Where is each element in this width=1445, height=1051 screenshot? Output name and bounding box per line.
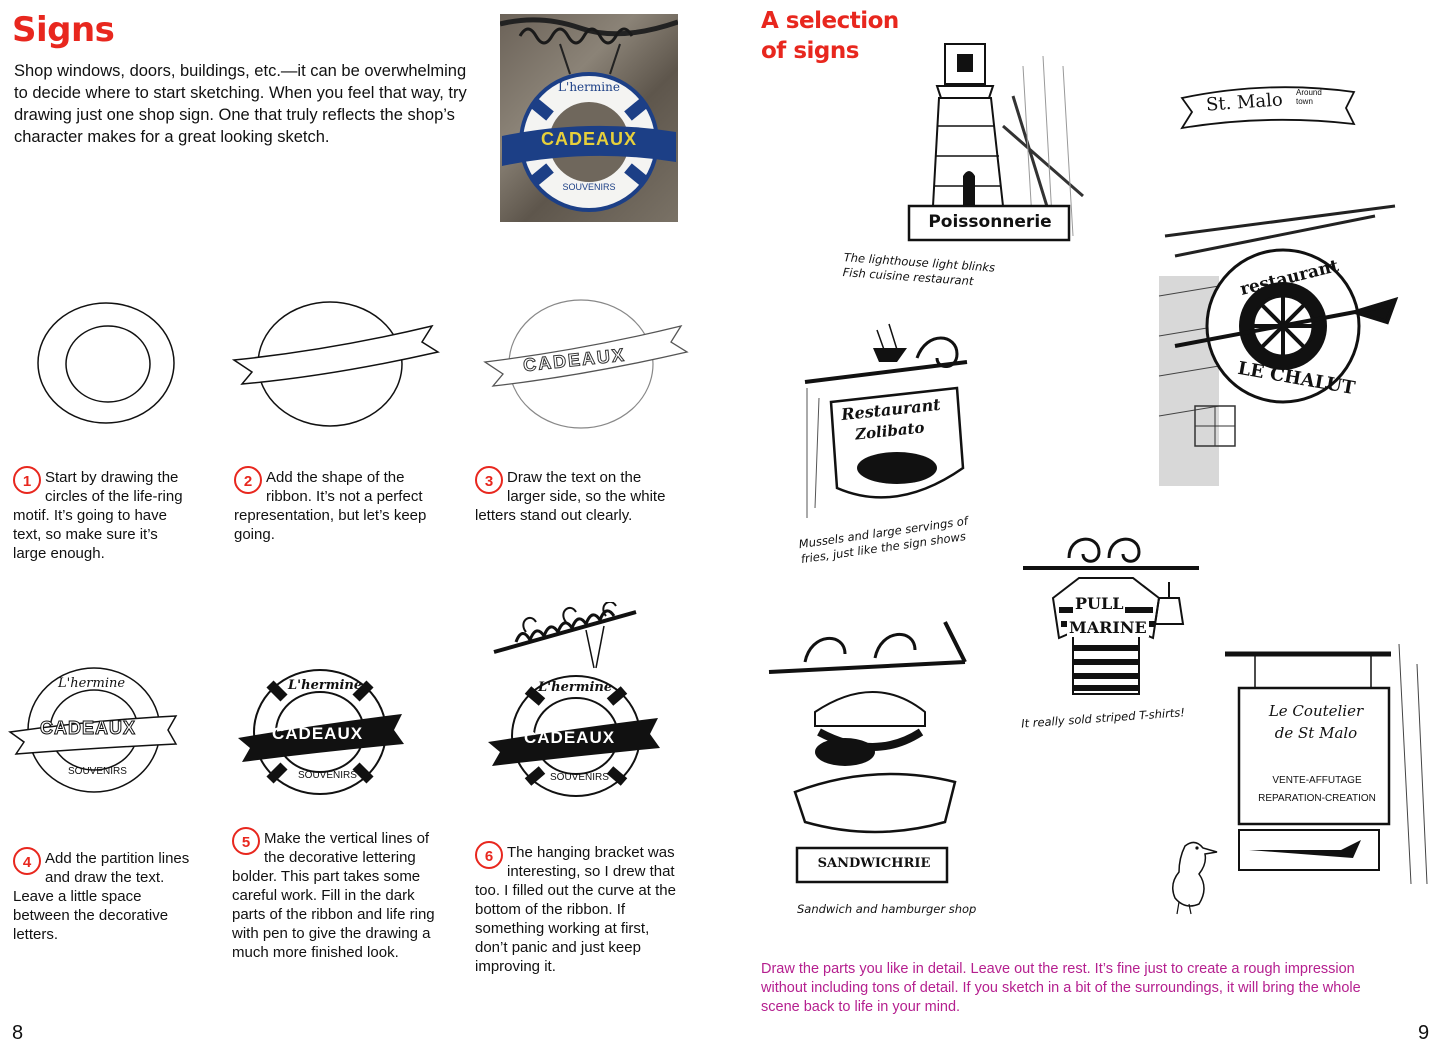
sketch-step-1	[28, 298, 188, 428]
sketch-step-2	[232, 294, 442, 434]
step-5: 5 Make the vertical lines of the decorat…	[232, 827, 437, 962]
sign-coutelier: Le Coutelier de St Malo	[1243, 700, 1389, 744]
step-text: Make the vertical lines of the decorativ…	[232, 830, 435, 961]
sketch-step-3: CADEAUX	[483, 292, 693, 432]
sign-photo-illustration	[500, 17, 678, 212]
caption-lighthouse: The lighthouse light blinks Fish cuisine…	[842, 250, 996, 289]
step-number-badge: 6	[475, 841, 503, 869]
step-2: 2 Add the shape of the ribbon. It’s not …	[234, 466, 434, 544]
sign-poissonnerie: Poissonnerie	[928, 212, 1052, 232]
sketch-6-text: CADEAUX	[524, 728, 616, 747]
left-page: Signs Shop windows, doors, buildings, et…	[0, 0, 722, 1051]
sign-marine: MARINE	[1067, 618, 1149, 637]
step-text: Start by drawing the circles of the life…	[13, 469, 183, 562]
bottom-note: Draw the parts you like in detail. Leave…	[761, 961, 1361, 1015]
photo-bottom-text: SOUVENIRS	[562, 182, 616, 192]
photo-band-text: CADEAUX	[540, 129, 637, 149]
step-6: 6 The hanging bracket was interesting, s…	[475, 841, 685, 976]
sketch-zolibato: Restaurant Zolibato	[797, 318, 977, 528]
photo-top-text: L'hermine	[558, 80, 620, 94]
sketch-sandwichrie: SANDWICHRIE	[765, 612, 975, 892]
sketch-5-bottom: SOUVENIRS	[298, 770, 357, 781]
sign-coutelier-line2: de St Malo	[1274, 724, 1358, 742]
step-number-badge: 2	[234, 466, 262, 494]
sign-vente: VENTE-AFFUTAGE	[1272, 775, 1362, 786]
sketch-step-6: CADEAUX L'hermine SOUVENIRS	[486, 602, 686, 812]
sketch-6-bottom: SOUVENIRS	[550, 772, 609, 783]
step-text: Draw the text on the larger side, so the…	[475, 469, 666, 524]
sign-pull: PULL	[1073, 594, 1126, 613]
sketch-st-malo-ribbon: St. Malo Around town	[1178, 78, 1358, 138]
page-title: Signs	[12, 10, 115, 50]
step-1: 1 Start by drawing the circles of the li…	[13, 466, 183, 563]
sign-reparation: REPARATION-CREATION	[1258, 793, 1376, 804]
step-text: Add the partition lines and draw the tex…	[13, 850, 190, 943]
step-3: 3 Draw the text on the larger side, so t…	[475, 466, 675, 525]
section-title: A selection of signs	[761, 8, 899, 64]
sign-around-town: Around town	[1296, 88, 1322, 106]
page-number-right: 9	[1418, 1022, 1430, 1044]
sketch-step-5: CADEAUX L'hermine SOUVENIRS	[236, 658, 406, 808]
sketch-poissonnerie: Poissonnerie	[903, 36, 1093, 246]
sketch-pull-marine: PULL MARINE	[1019, 488, 1209, 708]
page-number-left: 8	[12, 1022, 24, 1044]
step-text: The hanging bracket was interesting, so …	[475, 844, 676, 975]
sign-coutelier-line1: Le Coutelier	[1268, 702, 1364, 720]
step-number-badge: 1	[13, 466, 41, 494]
right-page: A selection of signs Poissonnerie The li…	[723, 0, 1445, 1051]
seagull-drawing	[1155, 836, 1225, 916]
sketch-le-chalut: restaurant LE CHALUT	[1155, 196, 1405, 496]
step-text: Add the shape of the ribbon. It’s not a …	[234, 469, 427, 543]
caption-sandwich: Sandwich and hamburger shop	[797, 902, 977, 916]
sketch-5-top: L'hermine	[288, 678, 363, 693]
step-number-badge: 3	[475, 466, 503, 494]
sketch-4-text: CADEAUX	[39, 718, 137, 739]
step-number-badge: 5	[232, 827, 260, 855]
step-4: 4 Add the partition lines and draw the t…	[13, 847, 198, 944]
step-number-badge: 4	[13, 847, 41, 875]
sign-coutelier-services: VENTE-AFFUTAGE REPARATION-CREATION	[1245, 772, 1389, 808]
sketch-5-text: CADEAUX	[272, 724, 364, 743]
intro-paragraph: Shop windows, doors, buildings, etc.—it …	[14, 62, 467, 146]
sign-sandwichrie: SANDWICHRIE	[817, 856, 931, 871]
sign-photo: CADEAUX L'hermine SOUVENIRS	[500, 14, 678, 222]
sketch-6-top: L'hermine	[538, 680, 613, 695]
sketch-4-top: L'hermine	[58, 676, 126, 691]
sketch-4-bottom: SOUVENIRS	[68, 766, 127, 777]
sketch-step-4: CADEAUX L'hermine SOUVENIRS	[8, 656, 178, 806]
sketch-coutelier: Le Coutelier de St Malo VENTE-AFFUTAGE R…	[1221, 644, 1431, 894]
